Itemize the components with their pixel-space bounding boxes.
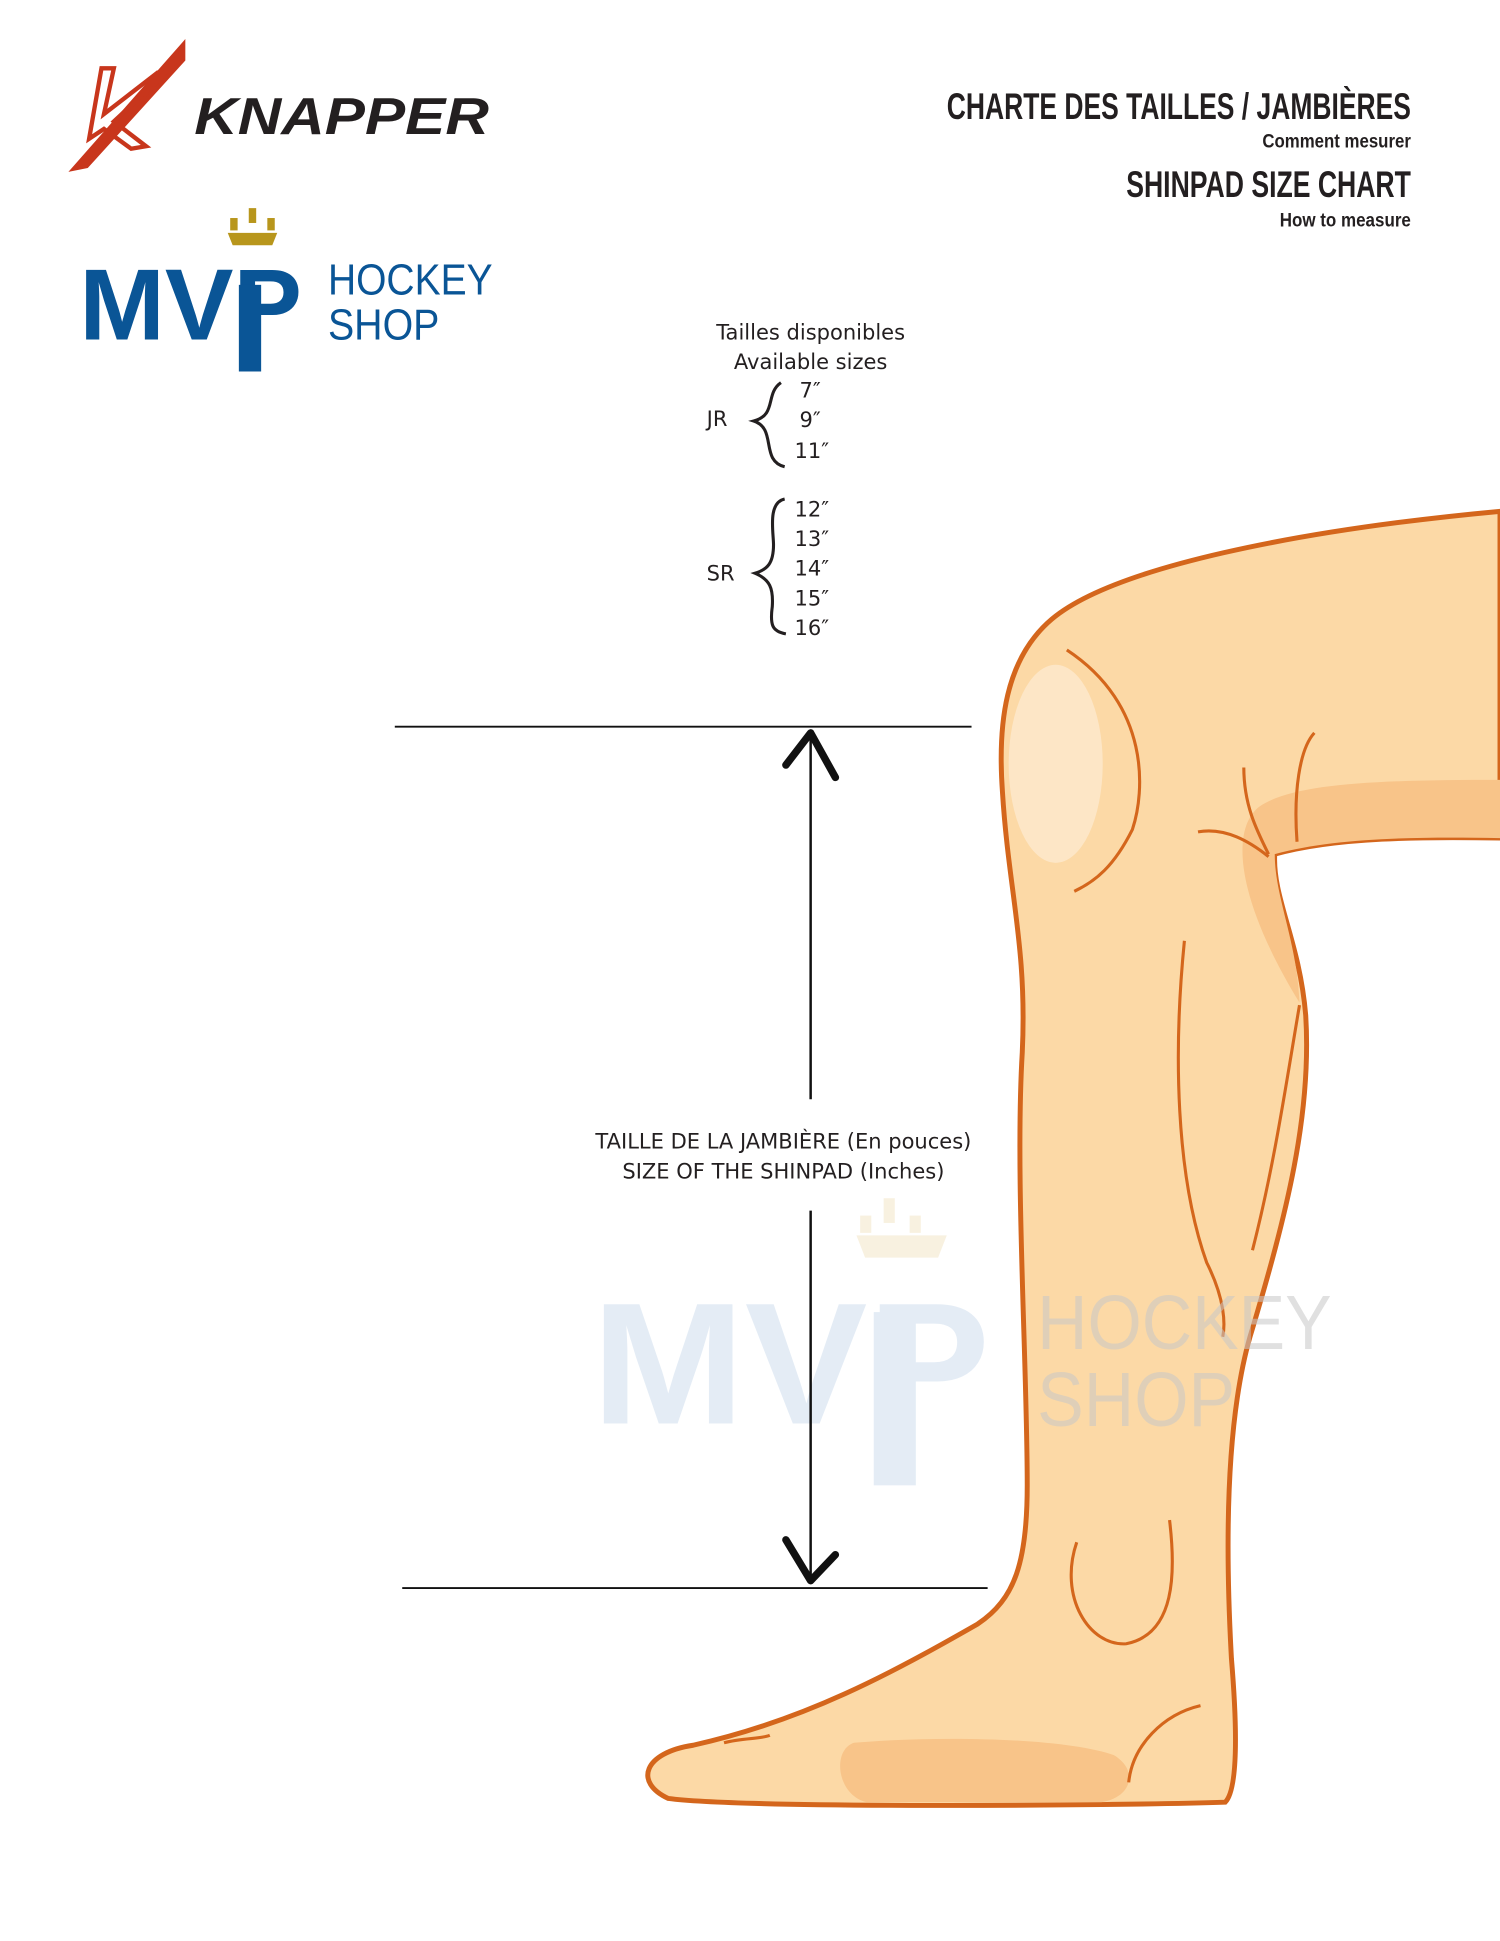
- measurement-guide: [394, 725, 988, 1590]
- title-en: SHINPAD SIZE CHART: [1126, 163, 1411, 205]
- header: CHARTE DES TAILLES / JAMBIÈRES Comment m…: [947, 85, 1411, 232]
- leg-illustration: [645, 508, 1500, 1808]
- jr-size: 7″: [800, 377, 821, 402]
- arrow-down-icon: [782, 1536, 840, 1585]
- sr-size: 13″: [795, 526, 830, 551]
- sr-size: 14″: [795, 556, 830, 581]
- sr-size: 15″: [795, 585, 830, 610]
- subtitle-fr: Comment mesurer: [1262, 130, 1411, 152]
- sizes-heading-en: Available sizes: [734, 349, 888, 374]
- kneecap-highlight: [1008, 664, 1103, 863]
- thigh-shadow: [1242, 779, 1500, 1003]
- group-label-sr: SR: [707, 561, 735, 586]
- mvp-hockey-text: HOCKEY: [328, 257, 493, 305]
- sr-size: 16″: [795, 615, 830, 640]
- foot-shadow: [840, 1738, 1130, 1803]
- measure-label-fr: TAILLE DE LA JAMBIÈRE (En pouces): [594, 1129, 971, 1154]
- watermark-shop: SHOP: [1037, 1358, 1235, 1443]
- jr-brace-icon: [748, 381, 786, 469]
- knapper-logo: KNAPPER: [68, 39, 489, 172]
- sr-size: 12″: [795, 496, 830, 521]
- watermark-hockey: HOCKEY: [1037, 1281, 1332, 1366]
- jr-size: 11″: [795, 438, 830, 463]
- jr-size: 9″: [800, 407, 821, 432]
- watermark-mvp: MVP: [592, 1266, 991, 1460]
- knapper-k-icon: [68, 39, 186, 172]
- title-fr: CHARTE DES TAILLES / JAMBIÈRES: [947, 85, 1411, 127]
- mvp-hockey-shop-logo: MVP HOCKEY SHOP: [79, 208, 493, 372]
- available-sizes: Tailles disponibles Available sizes JR 7…: [705, 319, 905, 640]
- mvp-watermark: MVP HOCKEY SHOP: [592, 1198, 1332, 1486]
- knapper-wordmark: KNAPPER: [194, 88, 489, 146]
- subtitle-en: How to measure: [1280, 210, 1411, 232]
- sr-brace-icon: [750, 497, 787, 636]
- leg-detail-lines: [723, 648, 1316, 1783]
- arrow-up-icon: [782, 729, 840, 782]
- measure-label-en: SIZE OF THE SHINPAD (Inches): [622, 1158, 944, 1183]
- crown-icon: [227, 208, 278, 246]
- sizes-heading-fr: Tailles disponibles: [715, 319, 905, 344]
- group-label-jr: JR: [705, 406, 728, 431]
- mvp-shop-text: SHOP: [328, 301, 439, 349]
- mvp-wordmark: MVP: [79, 247, 302, 361]
